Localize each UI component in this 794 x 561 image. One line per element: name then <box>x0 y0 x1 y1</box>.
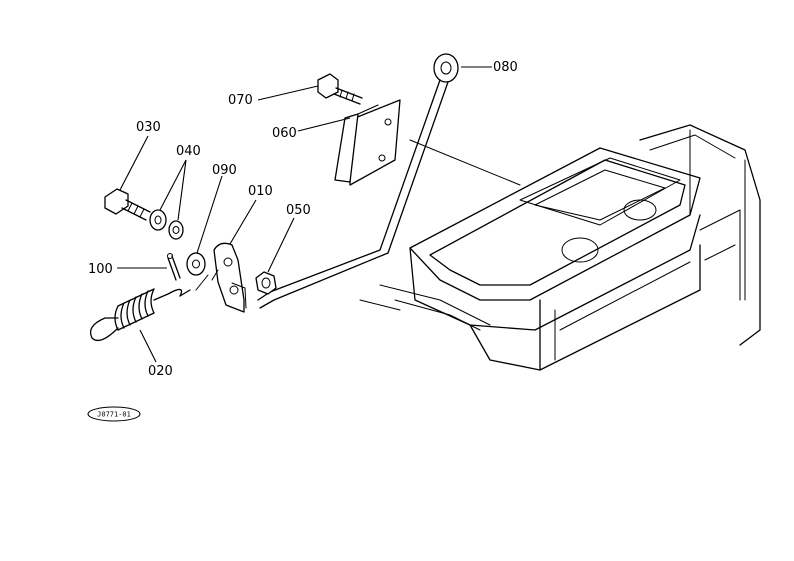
label-040: 040 <box>176 144 201 159</box>
cotter-pin-100 <box>167 253 181 281</box>
leader-lines <box>117 66 492 363</box>
pivot-bracket-010 <box>211 242 247 313</box>
label-080: 080 <box>493 60 518 75</box>
lever-rod-080 <box>257 53 521 309</box>
label-030: 030 <box>136 120 161 135</box>
drawing-code: J0771-01 <box>97 411 131 419</box>
washers-040 <box>149 209 184 240</box>
label-100: 100 <box>88 262 113 277</box>
label-050: 050 <box>286 203 311 218</box>
label-010: 010 <box>248 184 273 199</box>
label-070: 070 <box>228 93 253 108</box>
washer-090 <box>186 252 206 276</box>
bolt-030 <box>104 188 151 221</box>
bolt-070 <box>317 73 363 105</box>
part-labels: 080 070 060 030 040 090 010 050 100 020 <box>88 60 518 379</box>
drawing-code-stamp: J0771-01 <box>87 406 141 422</box>
nut-050 <box>255 271 277 295</box>
label-090: 090 <box>212 163 237 178</box>
spring-020 <box>89 274 209 342</box>
transmission-housing <box>359 124 761 371</box>
label-060: 060 <box>272 126 297 141</box>
label-020: 020 <box>148 364 173 379</box>
bracket-060 <box>334 99 401 186</box>
